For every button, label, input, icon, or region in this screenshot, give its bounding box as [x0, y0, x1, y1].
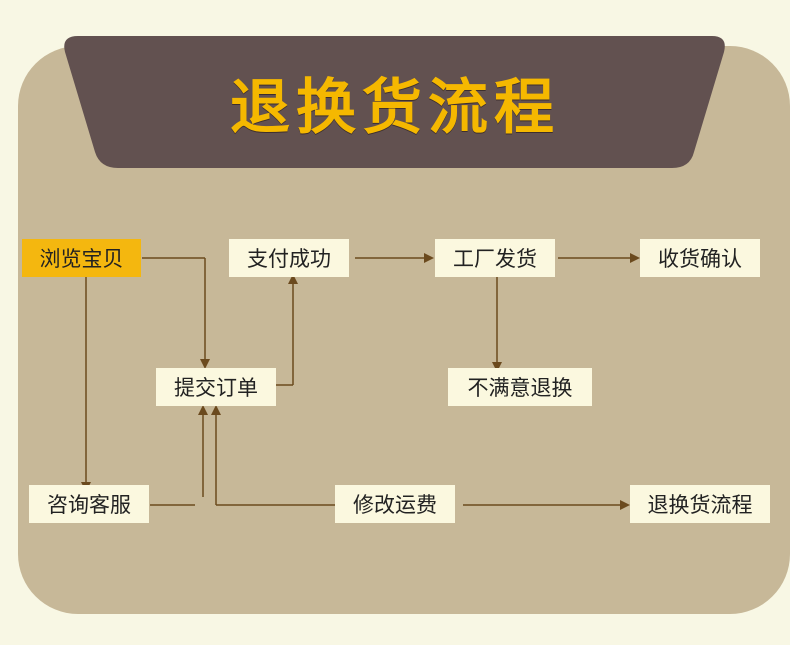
page-title: 退换货流程	[230, 72, 560, 143]
node-payment-success: 支付成功	[229, 239, 349, 277]
node-browse-products: 浏览宝贝	[22, 239, 141, 277]
node-return-process: 退换货流程	[630, 485, 770, 523]
node-factory-ship: 工厂发货	[435, 239, 555, 277]
node-submit-order: 提交订单	[156, 368, 276, 406]
node-modify-shipping: 修改运费	[335, 485, 455, 523]
title-banner	[64, 36, 725, 168]
node-confirm-receipt: 收货确认	[640, 239, 760, 277]
node-unsatisfied-return: 不满意退换	[448, 368, 592, 406]
node-consult-service: 咨询客服	[29, 485, 149, 523]
